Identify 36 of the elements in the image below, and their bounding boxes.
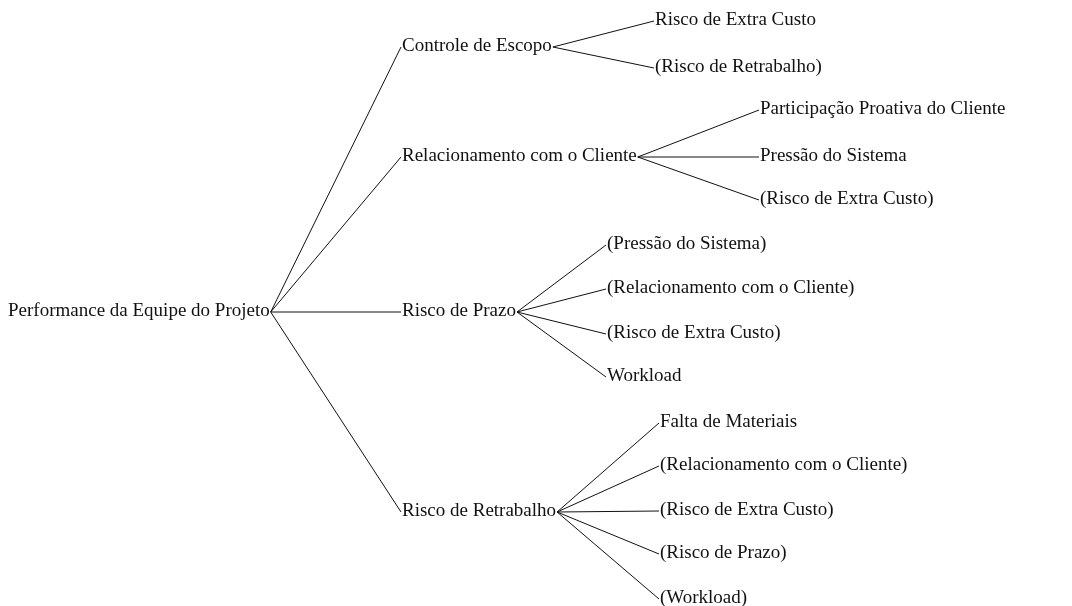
connector-line	[637, 156, 760, 201]
connector-line	[516, 288, 607, 313]
connector-line	[556, 510, 660, 513]
connector-line	[270, 311, 402, 513]
connector-line	[556, 511, 660, 600]
node-label: Risco de Retrabalho	[402, 499, 557, 521]
node-label: Risco de Extra Custo	[655, 8, 816, 30]
node-label: (Risco de Extra Custo)	[760, 187, 934, 209]
node-label: (Relacionamento com o Cliente)	[607, 276, 855, 298]
connector-line	[270, 46, 402, 313]
connector-line	[637, 156, 760, 158]
connector-line	[516, 311, 607, 378]
connector-line	[270, 156, 402, 313]
node-label: (Relacionamento com o Cliente)	[660, 453, 908, 475]
node-label: Pressão do Sistema	[760, 144, 907, 166]
connector-line	[556, 465, 660, 513]
node-label: Falta de Materiais	[660, 410, 798, 432]
connector-line	[556, 511, 660, 555]
node-label: (Risco de Extra Custo)	[607, 321, 781, 343]
node-label: (Risco de Extra Custo)	[660, 498, 834, 520]
node-label: Workload	[607, 364, 682, 386]
node-label: Risco de Prazo	[402, 299, 516, 321]
node-label: Participação Proativa do Cliente	[760, 97, 1006, 119]
node-label: (Risco de Retrabalho)	[655, 55, 822, 77]
node-label: (Risco de Prazo)	[660, 541, 787, 563]
connector-line	[637, 109, 760, 158]
connector-line	[516, 244, 607, 313]
connector-line	[516, 311, 607, 335]
node-label: Controle de Escopo	[402, 34, 552, 56]
connector-line	[556, 422, 660, 513]
node-label: (Pressão do Sistema)	[607, 232, 767, 254]
connector-line	[552, 46, 655, 69]
connector-line	[270, 311, 402, 313]
node-label: Relacionamento com o Cliente	[402, 144, 637, 166]
connector-line	[552, 20, 655, 48]
node-label: Performance da Equipe do Projeto	[8, 299, 270, 321]
